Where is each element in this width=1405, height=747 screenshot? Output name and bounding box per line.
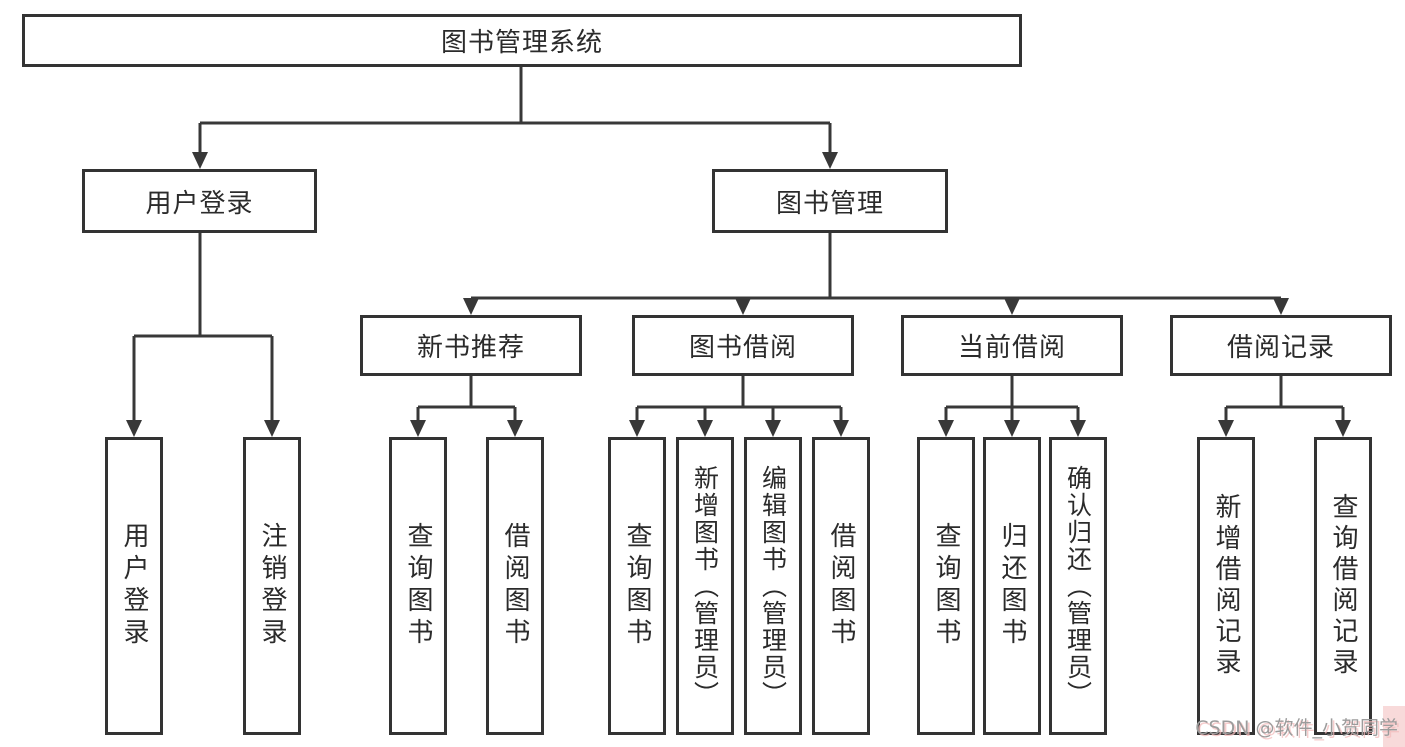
node-leaf-borrow-books-1: 借阅图书 — [486, 437, 544, 735]
node-current-borrowing-label: 当前借阅 — [957, 333, 1066, 363]
node-leaf-add-borrow-record: 新增借阅记录 — [1197, 437, 1255, 735]
node-leaf-query-books-1: 查询图书 — [389, 437, 447, 735]
node-borrowing-records: 借阅记录 — [1170, 315, 1392, 376]
node-leaf-borrow-books-2: 借阅图书 — [812, 437, 870, 735]
node-leaf-return-books-label: 归还图书 — [997, 522, 1027, 650]
node-leaf-edit-books-admin: 编辑图书（管理员） — [744, 437, 802, 735]
node-leaf-logout: 注销登录 — [243, 437, 301, 735]
node-new-book-recommend: 新书推荐 — [360, 315, 582, 376]
node-leaf-add-borrow-record-label: 新增借阅记录 — [1211, 493, 1241, 679]
node-book-management-label: 图书管理 — [775, 188, 884, 219]
node-leaf-query-books-3: 查询图书 — [917, 437, 975, 735]
node-leaf-return-books: 归还图书 — [983, 437, 1041, 735]
node-leaf-borrow-books-1-label: 借阅图书 — [500, 522, 530, 650]
node-leaf-user-login: 用户登录 — [105, 437, 163, 735]
node-leaf-edit-books-admin-label: 编辑图书（管理员） — [758, 464, 788, 708]
node-current-borrowing: 当前借阅 — [901, 315, 1123, 376]
node-book-borrowing-label: 图书借阅 — [688, 333, 797, 363]
node-leaf-logout-label: 注销登录 — [257, 522, 287, 650]
node-borrowing-records-label: 借阅记录 — [1226, 333, 1335, 363]
watermark-accent-block — [1383, 706, 1405, 747]
node-leaf-add-books-admin: 新增图书（管理员） — [676, 437, 734, 735]
node-leaf-query-books-1-label: 查询图书 — [403, 522, 433, 650]
node-leaf-query-books-2: 查询图书 — [608, 437, 666, 735]
node-leaf-confirm-return-admin: 确认归还（管理员） — [1049, 437, 1107, 735]
node-leaf-query-books-2-label: 查询图书 — [622, 522, 652, 650]
node-leaf-add-books-admin-label: 新增图书（管理员） — [690, 464, 720, 708]
node-library-system-label: 图书管理系统 — [440, 28, 603, 58]
connector-paths — [132, 67, 1345, 424]
node-leaf-query-books-3-label: 查询图书 — [931, 522, 961, 650]
arrowheads — [126, 152, 1351, 437]
node-leaf-query-borrow-record-label: 查询借阅记录 — [1328, 493, 1358, 679]
node-new-book-recommend-label: 新书推荐 — [416, 333, 525, 363]
node-leaf-query-borrow-record: 查询借阅记录 — [1314, 437, 1372, 735]
node-library-system: 图书管理系统 — [22, 14, 1022, 67]
node-leaf-confirm-return-admin-label: 确认归还（管理员） — [1063, 464, 1093, 708]
node-leaf-borrow-books-2-label: 借阅图书 — [826, 522, 856, 650]
node-book-management: 图书管理 — [712, 169, 948, 233]
node-book-borrowing: 图书借阅 — [632, 315, 854, 376]
node-user-login: 用户登录 — [82, 169, 317, 233]
node-leaf-user-login-label: 用户登录 — [119, 522, 149, 650]
watermark-text: CSDN @软件_小贺同学 — [1195, 717, 1398, 739]
node-user-login-label: 用户登录 — [145, 188, 254, 219]
